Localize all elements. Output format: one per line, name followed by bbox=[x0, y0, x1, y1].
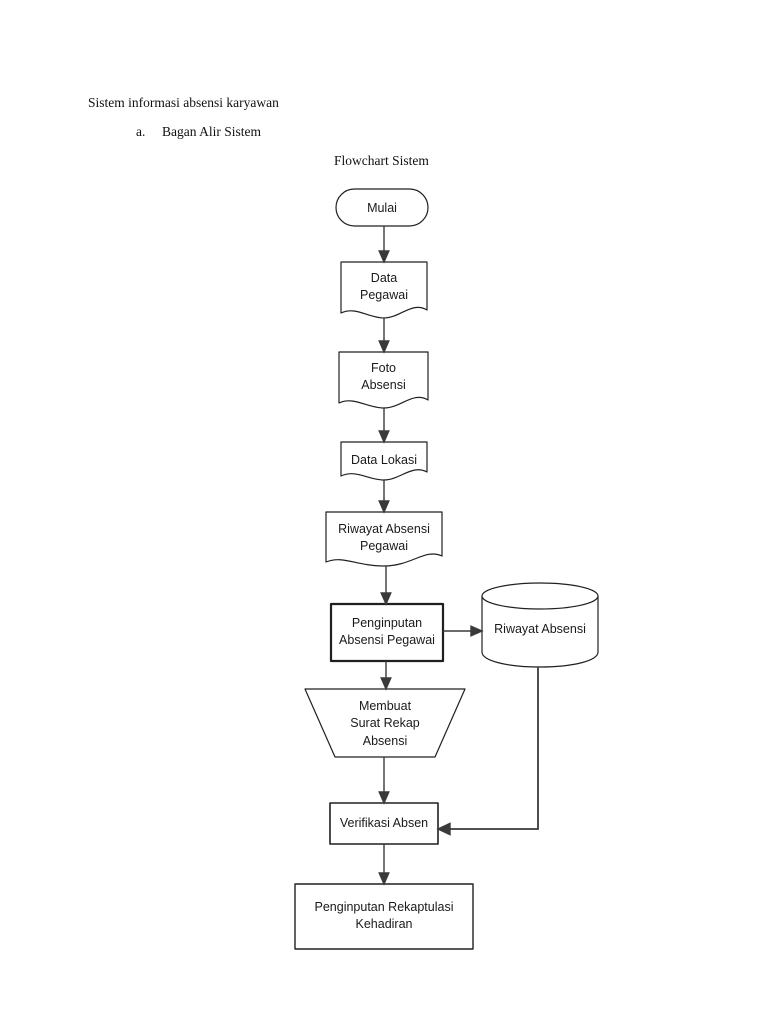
edge-penginputan-absensi-to-riwayat-absensi-db bbox=[443, 625, 484, 637]
edge-verifikasi-absen-to-penginputan-rekaptulasi bbox=[378, 844, 390, 886]
node-mulai-shape[interactable] bbox=[335, 188, 429, 227]
node-data-lokasi-shape[interactable] bbox=[340, 441, 428, 481]
node-foto-absensi-shape[interactable] bbox=[338, 351, 429, 409]
edge-riwayat-absensi-db-to-verifikasi-absen bbox=[436, 667, 539, 836]
node-penginputan-rekaptulasi-shape[interactable] bbox=[294, 883, 474, 950]
edge-penginputan-absensi-to-membuat-surat bbox=[380, 661, 392, 691]
edge-riwayat-absensi-pegawai-to-penginputan-absensi bbox=[380, 566, 392, 606]
node-riwayat-absensi-pegawai-shape[interactable] bbox=[325, 511, 443, 567]
node-riwayat-absensi-db-top bbox=[481, 582, 599, 610]
list-item-label: Bagan Alir Sistem bbox=[162, 124, 261, 139]
list-marker: a. bbox=[136, 124, 146, 139]
chart-title: Flowchart Sistem bbox=[334, 153, 429, 168]
node-riwayat-absensi-db-body[interactable] bbox=[481, 595, 599, 668]
node-verifikasi-absen-shape[interactable] bbox=[329, 802, 439, 845]
edge-data-pegawai-to-foto-absensi bbox=[378, 318, 390, 354]
document-heading: Sistem informasi absensi karyawan bbox=[88, 95, 279, 110]
edge-mulai-to-data-pegawai bbox=[378, 226, 390, 264]
node-penginputan-absensi-shape[interactable] bbox=[329, 602, 445, 663]
document-list-item: a. Bagan Alir Sistem bbox=[136, 124, 261, 140]
node-data-pegawai-shape[interactable] bbox=[340, 261, 428, 319]
edge-foto-absensi-to-data-lokasi bbox=[378, 408, 390, 444]
edge-membuat-surat-to-verifikasi-absen bbox=[378, 757, 390, 805]
edge-data-lokasi-to-riwayat-absensi-pegawai bbox=[378, 480, 390, 514]
node-membuat-surat-shape[interactable] bbox=[304, 688, 466, 758]
